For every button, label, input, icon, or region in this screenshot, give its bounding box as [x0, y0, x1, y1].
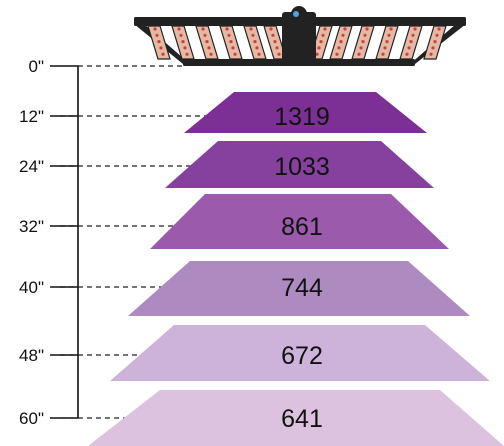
- led-strip: [375, 25, 399, 60]
- height-label: 48": [19, 346, 44, 365]
- led-strip: [423, 25, 447, 60]
- ppfd-levels: [88, 92, 504, 446]
- height-label: 32": [19, 217, 44, 236]
- height-label: 60": [19, 409, 44, 428]
- led-strip: [147, 25, 171, 60]
- led-strip: [195, 25, 219, 60]
- led-strip: [219, 25, 243, 60]
- height-label: 12": [19, 107, 44, 126]
- ppfd-value: 1319: [274, 103, 330, 131]
- height-labels: 0" 1319 12" 1033 24" 861 32" 744 40" 672 48" 641 60": [19, 57, 330, 433]
- led-strip: [399, 25, 423, 60]
- height-label: 40": [19, 278, 44, 297]
- light-footprint-level: [88, 390, 504, 446]
- led-grow-light-fixture-icon: [134, 6, 466, 66]
- brand-leaf-logo-icon: [292, 38, 306, 51]
- light-footprint-level: [184, 92, 427, 133]
- power-indicator-icon: [293, 11, 299, 17]
- ppfd-value: 744: [281, 274, 323, 302]
- height-label: 24": [19, 157, 44, 176]
- led-strip: [243, 25, 267, 60]
- light-footprint-level: [128, 261, 470, 316]
- ppfd-value: 1033: [274, 153, 330, 181]
- height-label: 0": [29, 57, 45, 76]
- led-strip: [351, 25, 375, 60]
- light-footprint-level: [165, 141, 434, 188]
- ppfd-value: 861: [281, 213, 323, 241]
- height-axis-line: [50, 65, 79, 419]
- ppfd-value: 672: [281, 342, 323, 370]
- light-footprint-level: [110, 325, 490, 381]
- light-footprint-level: [150, 194, 449, 249]
- ppfd-value: 641: [281, 405, 323, 433]
- led-strip: [171, 25, 195, 60]
- led-strip: [329, 25, 353, 60]
